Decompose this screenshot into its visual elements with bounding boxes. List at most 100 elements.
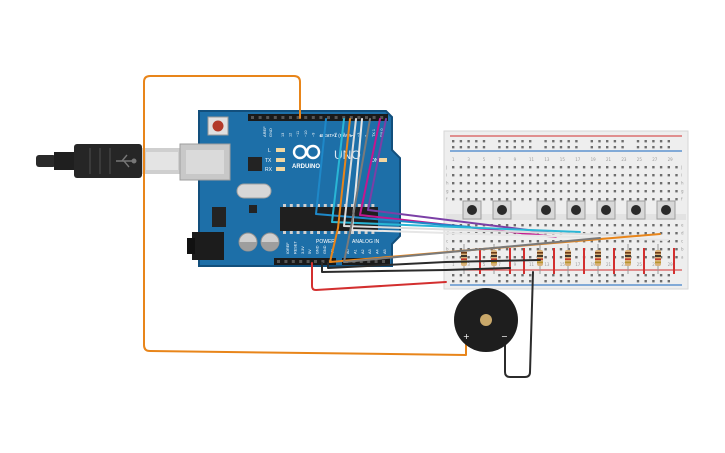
pushbutton-cap[interactable] [541,205,551,215]
rail-hole[interactable] [544,280,547,283]
header-pin-hole[interactable] [258,116,262,119]
breadboard-hole[interactable] [490,198,493,201]
rail-hole[interactable] [521,140,524,143]
breadboard-hole[interactable] [505,166,509,169]
breadboard-hole[interactable] [582,166,586,169]
breadboard-hole[interactable] [629,190,632,193]
rail-hole[interactable] [598,146,601,149]
header-pin-hole[interactable] [349,116,353,119]
rail-hole[interactable] [667,146,670,149]
breadboard-hole[interactable] [606,224,609,227]
breadboard-hole[interactable] [536,166,540,169]
breadboard-hole[interactable] [559,224,563,227]
rail-hole[interactable] [505,140,509,143]
breadboard-hole[interactable] [675,198,678,201]
rail-hole[interactable] [467,274,470,277]
breadboard-hole[interactable] [629,182,632,185]
breadboard-hole[interactable] [505,256,509,259]
header-pin-hole[interactable] [291,260,295,263]
rail-hole[interactable] [521,146,524,149]
breadboard-hole[interactable] [667,232,670,235]
breadboard-hole[interactable] [590,190,593,193]
breadboard-hole[interactable] [598,190,601,193]
header-pin-hole[interactable] [277,260,280,263]
rail-hole[interactable] [544,274,547,277]
rail-hole[interactable] [590,274,593,277]
breadboard-hole[interactable] [598,224,601,227]
breadboard-hole[interactable] [613,174,617,177]
rail-hole[interactable] [467,140,470,143]
breadboard-hole[interactable] [513,224,516,227]
rail-hole[interactable] [498,140,501,143]
breadboard-hole[interactable] [613,224,617,227]
breadboard-hole[interactable] [582,224,586,227]
header-pin-hole[interactable] [327,116,330,119]
breadboard-hole[interactable] [636,190,640,193]
breadboard-hole[interactable] [575,182,578,185]
rail-hole[interactable] [598,140,601,143]
breadboard-hole[interactable] [652,232,655,235]
breadboard-hole[interactable] [513,182,516,185]
breadboard-hole[interactable] [467,182,470,185]
rail-hole[interactable] [498,280,501,283]
breadboard-hole[interactable] [598,174,601,177]
breadboard-hole[interactable] [475,190,478,193]
breadboard-hole[interactable] [467,198,470,201]
breadboard-hole[interactable] [598,232,601,235]
header-pin-hole[interactable] [359,260,363,263]
breadboard-hole[interactable] [598,198,601,201]
breadboard-hole[interactable] [529,166,532,169]
rail-hole[interactable] [667,280,670,283]
breadboard-hole[interactable] [505,224,509,227]
breadboard-hole[interactable] [659,248,663,251]
breadboard-hole[interactable] [621,190,624,193]
rail-hole[interactable] [552,274,555,277]
breadboard-hole[interactable] [505,182,509,185]
rail-hole[interactable] [529,140,532,143]
breadboard-hole[interactable] [629,248,632,251]
rail-hole[interactable] [613,280,617,283]
breadboard-hole[interactable] [475,174,478,177]
breadboard-hole[interactable] [459,240,463,243]
breadboard-hole[interactable] [590,174,593,177]
breadboard-hole[interactable] [467,256,470,259]
breadboard-hole[interactable] [505,240,509,243]
breadboard-hole[interactable] [536,198,540,201]
breadboard-hole[interactable] [606,240,609,243]
rail-hole[interactable] [552,140,555,143]
rail-hole[interactable] [544,146,547,149]
breadboard-hole[interactable] [459,224,463,227]
rail-hole[interactable] [659,146,663,149]
breadboard-hole[interactable] [475,166,478,169]
rail-hole[interactable] [559,140,563,143]
rail-hole[interactable] [559,146,563,149]
breadboard-hole[interactable] [567,224,570,227]
breadboard-hole[interactable] [575,224,578,227]
breadboard-hole[interactable] [629,198,632,201]
breadboard-hole[interactable] [544,248,547,251]
rail-hole[interactable] [636,274,640,277]
breadboard-hole[interactable] [536,182,540,185]
rail-hole[interactable] [552,280,555,283]
rail-hole[interactable] [613,146,617,149]
breadboard-hole[interactable] [467,166,470,169]
breadboard-hole[interactable] [529,182,532,185]
breadboard-hole[interactable] [644,190,647,193]
breadboard-hole[interactable] [482,198,486,201]
breadboard-hole[interactable] [652,198,655,201]
breadboard-hole[interactable] [582,174,586,177]
breadboard-hole[interactable] [652,248,655,251]
breadboard-hole[interactable] [521,224,524,227]
breadboard-hole[interactable] [552,190,555,193]
rail-hole[interactable] [529,274,532,277]
breadboard-hole[interactable] [652,166,655,169]
breadboard-hole[interactable] [490,174,493,177]
rail-hole[interactable] [659,280,663,283]
header-pin-hole[interactable] [380,116,384,119]
breadboard-hole[interactable] [529,198,532,201]
breadboard-hole[interactable] [475,240,478,243]
rail-hole[interactable] [667,274,670,277]
breadboard-hole[interactable] [482,240,486,243]
rail-hole[interactable] [636,146,640,149]
header-pin-hole[interactable] [374,260,378,263]
